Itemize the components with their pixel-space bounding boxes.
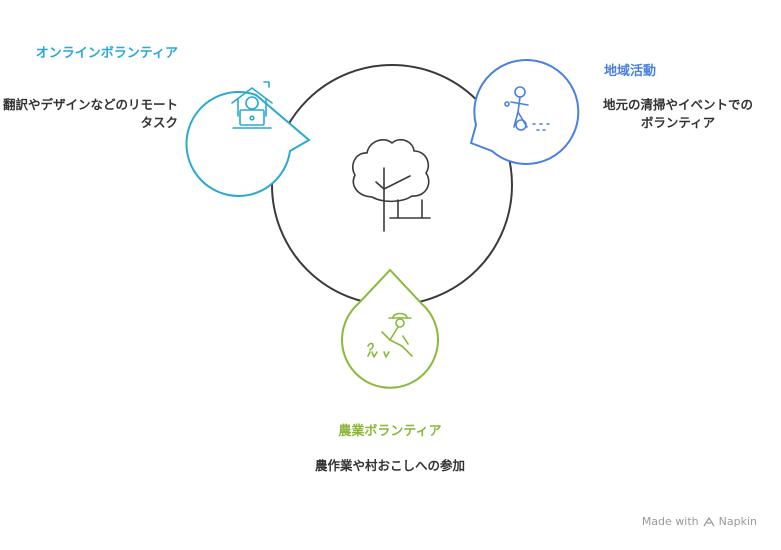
tree-icon — [352, 139, 431, 232]
farmer-planting-icon — [367, 312, 413, 358]
farm-marker — [341, 268, 439, 389]
remote-work-laptop-icon — [231, 81, 273, 129]
farm-title: 農業ボランティア — [338, 424, 442, 439]
local-title: 地域活動 — [604, 64, 657, 79]
napkin-logo-icon — [703, 516, 715, 526]
online-marker — [185, 81, 311, 197]
farm-description: 農作業や村おこしへの参加 — [314, 458, 465, 473]
online-title: オンラインボランティア — [35, 46, 178, 61]
brand-label: Napkin — [718, 515, 757, 528]
local-description: 地元の清掃やイベントでのボランティア — [602, 97, 753, 130]
person-cleaning-icon — [504, 86, 550, 131]
online-description: 翻訳やデザインなどのリモートタスク — [2, 97, 178, 130]
made-with-label: Made with — [641, 515, 699, 528]
footer-credit: Made with Napkin — [642, 515, 757, 528]
local-marker — [469, 58, 580, 165]
